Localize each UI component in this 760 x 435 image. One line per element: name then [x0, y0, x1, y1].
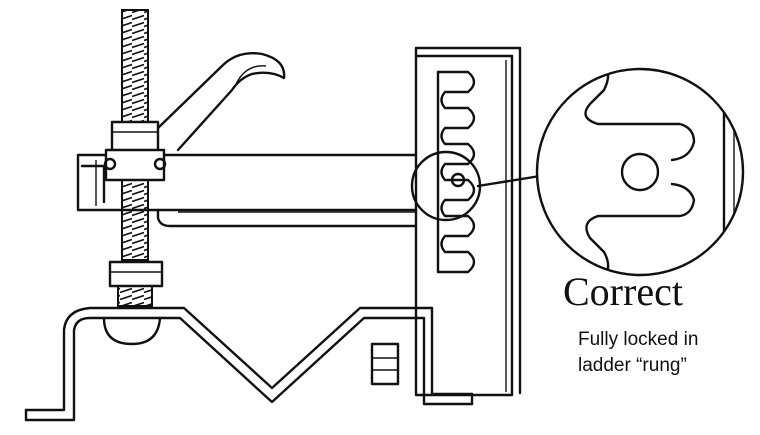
side-bolt	[370, 342, 400, 386]
slotted-plate	[414, 46, 522, 397]
swivel-pad	[102, 316, 162, 346]
hex-nuts	[103, 120, 167, 288]
caption-title: Correct	[563, 269, 683, 314]
ladder-slots	[436, 70, 476, 274]
caption-line-2: ladder “rung”	[578, 355, 687, 376]
hook-handle	[156, 52, 286, 152]
callout-line	[476, 174, 542, 188]
v-base-bracket	[24, 306, 474, 422]
magnified-view	[535, 67, 745, 277]
caption-line-1: Fully locked in	[578, 329, 699, 350]
